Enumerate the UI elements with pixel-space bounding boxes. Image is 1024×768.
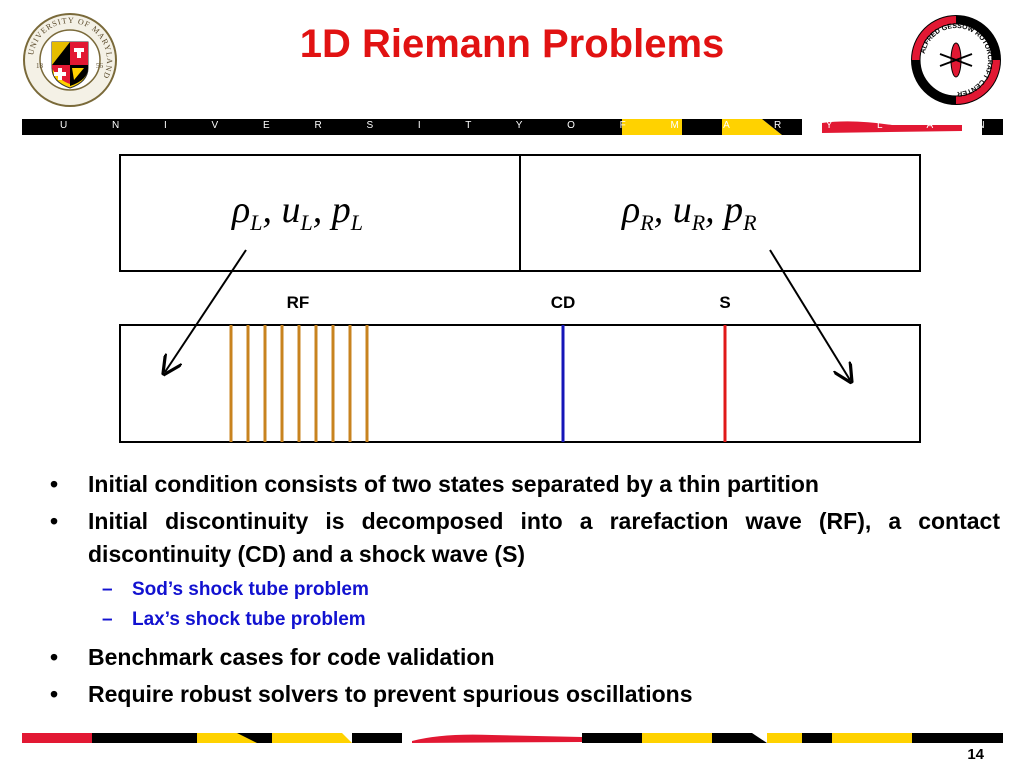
bullet-list: • Initial condition consists of two stat… xyxy=(50,468,1000,715)
bullet-text: Initial condition consists of two states… xyxy=(88,471,819,497)
s-label: S xyxy=(719,293,730,312)
bullet-dot: • xyxy=(50,471,59,497)
left-state-arrow xyxy=(165,249,247,372)
sub-bullet-text: Sod’s shock tube problem xyxy=(132,579,369,600)
sub-bullet-item: – Lax’s shock tube problem xyxy=(50,605,1000,635)
sub-bullet-dash: – xyxy=(102,609,113,630)
sub-bullet-item: – Sod’s shock tube problem xyxy=(50,575,1000,605)
bullet-dot: • xyxy=(50,508,59,534)
bullet-item: • Initial condition consists of two stat… xyxy=(50,468,1000,501)
right-state-arrow xyxy=(769,249,850,380)
seal-year-left: 18 xyxy=(36,62,44,70)
bullet-dot: • xyxy=(50,644,59,670)
banner-text: U N I V E R S I T Y O F M A R Y L A N D xyxy=(60,120,1024,131)
left-state-expression: ρL, uL, pL xyxy=(231,189,363,235)
seal-year-right: 56 xyxy=(96,62,104,70)
bullet-text: Require robust solvers to prevent spurio… xyxy=(88,681,693,707)
rf-label: RF xyxy=(287,293,310,312)
bullet-item: • Require robust solvers to prevent spur… xyxy=(50,678,1000,711)
bullet-dot: • xyxy=(50,681,59,707)
evolved-state-box xyxy=(119,324,921,443)
bullet-text: Initial discontinuity is decomposed into… xyxy=(88,508,1000,567)
footer-stripe xyxy=(22,733,1003,743)
rotorcraft-center-logo: ALFRED GESSOW ROTORCRAFT CENTER xyxy=(911,15,1001,105)
slide-title: 1D Riemann Problems xyxy=(299,22,725,66)
university-of-maryland-seal-logo: UNIVERSITY OF MARYLAND 18 56 xyxy=(23,13,117,107)
sub-bullet-dash: – xyxy=(102,579,113,600)
university-banner-stripe xyxy=(22,119,1003,135)
bullet-item: • Benchmark cases for code validation xyxy=(50,641,1000,674)
rarefaction-fan xyxy=(229,325,369,442)
sub-bullet-text: Lax’s shock tube problem xyxy=(132,609,366,630)
bullet-item: • Initial discontinuity is decomposed in… xyxy=(50,505,1000,571)
cd-label: CD xyxy=(551,293,576,312)
right-state-expression: ρR, uR, pR xyxy=(621,189,757,235)
bullet-text: Benchmark cases for code validation xyxy=(88,644,495,670)
page-number: 14 xyxy=(967,746,984,763)
riemann-diagram: ρL, uL, pL ρR, uR, pR RF CD S xyxy=(119,154,921,443)
